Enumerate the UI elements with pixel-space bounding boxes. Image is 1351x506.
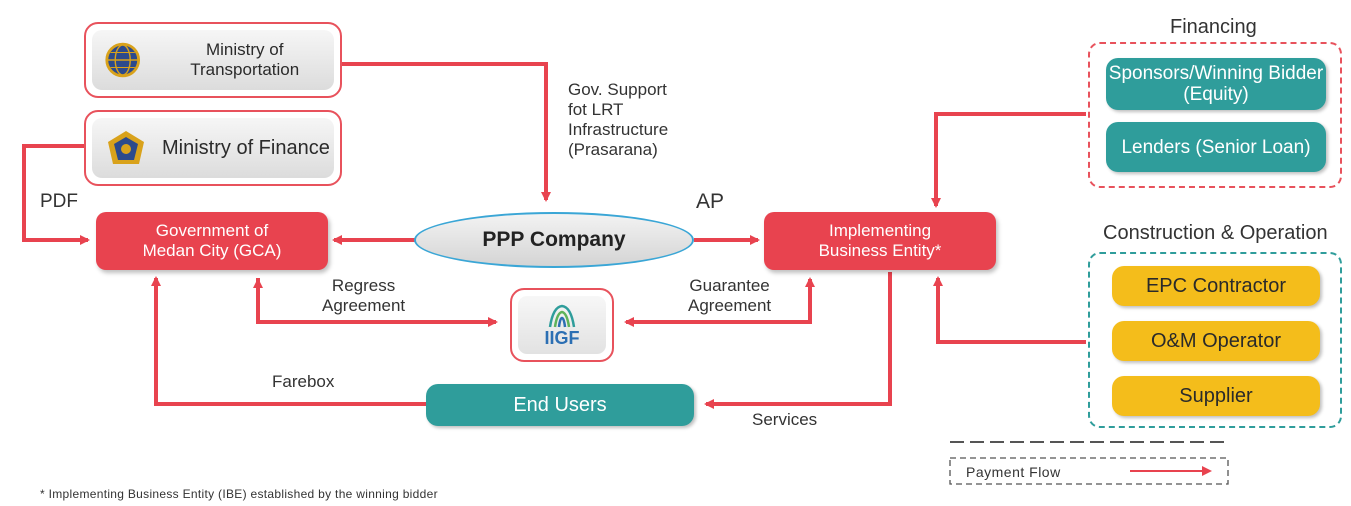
globe-emblem-icon [105,42,141,78]
ppp-company-node: PPP Company [414,212,694,268]
supplier-node: Supplier [1112,376,1320,416]
gov-support-label: Gov. Support fot LRT Infrastructure (Pra… [568,80,669,159]
sponsors-node: Sponsors/Winning Bidder (Equity) [1106,58,1326,110]
sponsors-label-line1: Sponsors/Winning Bidder [1108,63,1324,84]
financing-group [1088,42,1342,188]
ibe-label-line1: Implementing [828,221,932,240]
arrow-financing [931,112,1086,208]
finance-emblem-icon [108,131,144,164]
legend [949,441,1229,485]
construction-group [1088,252,1342,428]
regress-label: Regress Agreement [322,276,406,315]
financing-title: Financing [1170,16,1257,38]
ministry-finance-label: Ministry of Finance [162,136,330,159]
arrow-services [704,272,892,409]
footnote: * Implementing Business Entity (IBE) est… [40,487,438,501]
services-label: Services [752,410,818,429]
pdf-label: PDF [40,191,78,212]
gca-node: Government of Medan City (GCA) [96,212,328,270]
iigf-logo-icon [548,304,576,328]
ministry-transportation-box: Ministry of Transportation [84,22,342,98]
epc-contractor-node: EPC Contractor [1112,266,1320,306]
gca-label-line2: Medan City (GCA) [142,241,282,260]
arrow-farebox [151,276,426,406]
iigf-node: IIGF [510,288,614,362]
sponsors-label-line2: (Equity) [1183,84,1249,105]
iigf-label: IIGF [544,328,580,348]
ap-label: AP [696,190,725,213]
arrow-pdf [22,144,90,245]
legend-label: Payment Flow [966,464,1061,480]
ibe-label-line2: Business Entity* [818,241,942,260]
gca-label-line1: Government of [155,221,269,240]
ministry-finance-box: Ministry of Finance [84,110,342,186]
guarantee-label: Guarantee Agreement [688,276,772,315]
ministry-transportation-label: Ministry of Transportation [190,40,300,79]
arrow-construction [933,276,1086,344]
om-operator-node: O&M Operator [1112,321,1320,361]
farebox-label: Farebox [272,372,335,391]
ibe-node: Implementing Business Entity* [764,212,996,270]
end-users-node: End Users [426,384,694,426]
arrow-gov-support [340,62,551,202]
construction-title: Construction & Operation [1103,222,1328,244]
lenders-node: Lenders (Senior Loan) [1106,122,1326,172]
